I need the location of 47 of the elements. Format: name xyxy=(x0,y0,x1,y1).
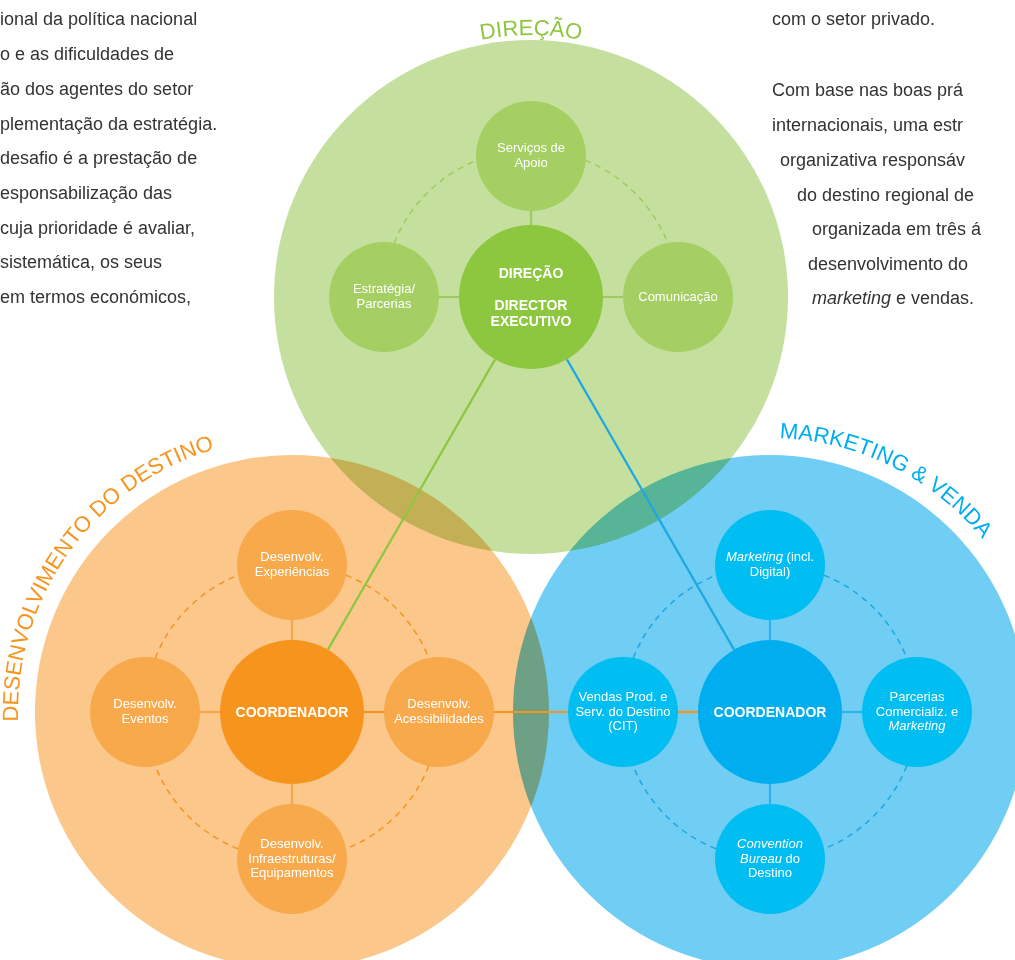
unit-name: Marketing (incl. Digital) xyxy=(724,550,816,580)
unit-name: COORDENADOR xyxy=(713,703,827,721)
connector-line xyxy=(565,358,736,651)
unit-name: DIRECTOR EXECUTIVO xyxy=(489,296,573,330)
connector-line xyxy=(842,710,862,714)
body-text: organizativa responsáv xyxy=(780,150,966,172)
connector-line xyxy=(326,358,497,651)
unit-name: Vendas Prod. e Serv. do Destino (CIT) xyxy=(574,690,672,734)
unit-name: Desenvolv. Experiências xyxy=(253,550,331,580)
connector-line xyxy=(768,620,772,640)
connector-line xyxy=(678,710,698,714)
body-text: internacionais, uma estr xyxy=(772,115,964,137)
body-text: esponsabilização das xyxy=(0,183,173,205)
body-text: plementação da estratégia. xyxy=(0,114,218,136)
connector-line xyxy=(364,710,384,714)
unit-name: DIREÇÃO xyxy=(498,264,564,281)
circle-heading: DIREÇÃO xyxy=(477,14,585,45)
body-text: o e as dificuldades de xyxy=(0,44,175,66)
unit-name: Comunicação xyxy=(637,289,719,305)
connector-line xyxy=(768,784,772,804)
connector-line xyxy=(290,620,294,640)
unit-name: Estratégia/ Parcerias xyxy=(351,282,417,312)
body-text: marketing e vendas. xyxy=(812,288,975,310)
body-text: desafio é a prestação de xyxy=(0,148,198,170)
connector-line xyxy=(529,211,533,225)
unit-name: Serviços de Apoio xyxy=(496,141,566,171)
body-text: sistemática, os seus xyxy=(0,252,163,274)
body-text: organizada em três á xyxy=(812,219,982,241)
connector-line xyxy=(439,295,459,299)
connector-line xyxy=(494,710,568,714)
body-text: ão dos agentes do setor xyxy=(0,79,194,101)
unit-name: Desenvolv. Eventos xyxy=(112,697,178,727)
body-text: com o setor privado. xyxy=(772,9,936,31)
body-text: desenvolvimento do xyxy=(808,254,969,276)
unit-name: Desenvolv. Acessibilidades xyxy=(393,697,485,727)
body-text: em termos económicos, xyxy=(0,287,192,309)
body-text: do destino regional de xyxy=(797,185,975,207)
unit-name: Desenvolv. Infraestruturas/ Equipamentos xyxy=(247,837,337,881)
body-text: Com base nas boas prá xyxy=(772,80,964,102)
unit-name: Parcerias Comercializ. e Marketing xyxy=(874,690,960,734)
body-text: cuja prioridade é avaliar, xyxy=(0,218,196,240)
connector-line xyxy=(200,710,220,714)
unit-name: Convention Bureau do Destino xyxy=(736,837,804,881)
connector-line xyxy=(290,784,294,804)
connector-line xyxy=(603,295,623,299)
body-text: ional da política nacional xyxy=(0,9,198,31)
unit-name: COORDENADOR xyxy=(235,703,349,721)
